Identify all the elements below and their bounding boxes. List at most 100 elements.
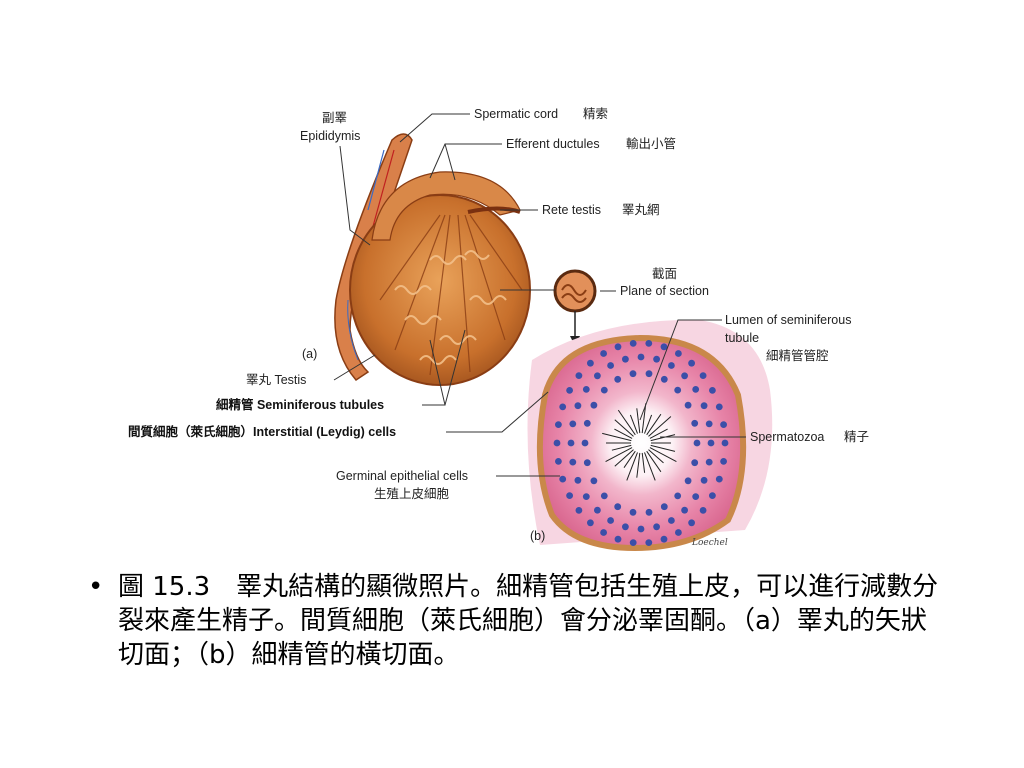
sperm-tail [614,428,633,439]
sperm-tail [617,409,636,436]
label-spermatozoa: Spermatozoa [750,430,824,444]
cell-nucleus [607,517,614,524]
label-spermatozoa-zh: 精子 [844,430,869,444]
cell-nucleus [684,477,692,485]
cell-nucleus [600,350,607,357]
label-rete-testis-zh: 睪丸網 [622,203,660,217]
panel-b-label: (b) [530,529,545,543]
caption-text: 圖 15.3 睪丸結構的顯微照片。細精管包括生殖上皮，可以進行減數分裂來產生精子… [118,572,939,670]
cell-nucleus [594,506,601,514]
cell-nucleus [581,439,589,447]
cell-nucleus [637,525,645,533]
testis-illustration [334,133,531,386]
sperm-tail [650,434,676,442]
cell-nucleus [668,362,675,369]
cell-nucleus [688,519,695,527]
cell-nucleus [691,419,699,427]
cell-nucleus [720,421,727,428]
sperm-tail [636,452,641,478]
cell-nucleus [653,523,660,531]
cell-nucleus [705,458,713,466]
sperm-tail [636,408,641,434]
sperm-tail [644,414,653,434]
cell-nucleus [629,370,637,378]
label-efferent-ductules-zh: 輸出小管 [626,136,676,151]
sperm-tail [649,428,668,439]
cell-nucleus [629,340,637,347]
cell-nucleus [569,420,577,428]
label-germinal-epithelial-zh: 生殖上皮細胞 [374,486,450,501]
cell-nucleus [660,343,668,351]
cell-nucleus [653,355,660,363]
label-spermatic-cord-zh: 精索 [583,107,608,121]
figure-caption: • 圖 15.3 睪丸結構的顯微照片。細精管包括生殖上皮，可以進行減數分裂來產生… [88,570,948,672]
cell-nucleus [692,493,700,500]
sperm-tail [626,452,638,481]
cell-nucleus [566,387,573,394]
sperm-tail [629,414,638,434]
cell-nucleus [559,475,567,483]
sperm-tail [649,447,677,463]
cell-nucleus [693,439,701,447]
cell-nucleus [574,476,582,484]
sperm-tail [641,403,647,434]
cell-nucleus [675,529,682,536]
cell-nucleus [645,508,653,516]
cell-nucleus [566,492,573,499]
cell-nucleus [707,439,715,447]
label-germinal-epithelial: Germinal epithelial cells [336,469,468,483]
sperm-tail [646,450,662,473]
cell-nucleus [692,386,700,393]
label-epididymis: Epididymis [300,129,360,143]
label-testis: 睪丸 Testis [246,373,306,387]
cell-nucleus [629,539,637,546]
cell-nucleus [668,517,675,524]
cell-nucleus [553,439,561,447]
label-spermatic-cord: Spermatic cord [474,107,558,121]
sperm-tail [650,444,676,452]
bullet-icon: • [88,572,104,602]
label-interstitial-cells: 間質細胞（萊氏細胞）Interstitial (Leydig) cells [128,424,396,439]
cell-nucleus [645,539,653,546]
cell-nucleus [555,458,562,465]
label-plane-of-section: Plane of section [620,284,709,298]
panel-a-label: (a) [302,347,317,361]
cell-nucleus [614,535,622,543]
cell-nucleus [622,523,629,531]
sperm-tail [605,447,633,463]
cell-nucleus [715,403,723,411]
cell-nucleus [660,503,668,511]
cell-nucleus [721,439,729,447]
cell-nucleus [582,386,590,393]
sperm-tail [646,413,662,436]
cell-nucleus [684,401,692,409]
cell-nucleus [675,350,682,357]
cell-nucleus [582,493,590,500]
tubule-cross-section [527,319,773,552]
cell-nucleus [569,458,577,466]
cell-nucleus [629,508,637,516]
cell-nucleus [594,372,601,380]
cell-nucleus [637,353,645,361]
cell-nucleus [660,535,668,543]
cell-nucleus [700,402,708,410]
sperm-tail [602,432,632,442]
label-epididymis-zh: 副睪 [322,110,347,125]
artist-signature: Loechel [691,538,728,548]
cell-nucleus [607,362,614,369]
plane-of-section-magnifier [553,269,597,346]
cell-nucleus [699,372,707,379]
cell-nucleus [691,459,699,467]
cell-nucleus [645,370,653,378]
cell-nucleus [555,421,562,428]
cell-nucleus [720,458,727,465]
cell-nucleus [614,343,622,351]
testis-figure: 副睪 Epididymis Spermatic cord 精索 Efferent… [128,107,869,552]
cell-nucleus [681,372,688,380]
label-lumen-zh: 細精管管腔 [766,348,829,363]
label-seminiferous-tubules: 細精管 Seminiferous tubules [216,397,384,412]
label-lumen-line2: tubule [725,331,759,345]
sperm-tail [641,452,646,473]
sperm-tail [648,449,664,464]
label-plane-zh: 截面 [652,267,677,281]
